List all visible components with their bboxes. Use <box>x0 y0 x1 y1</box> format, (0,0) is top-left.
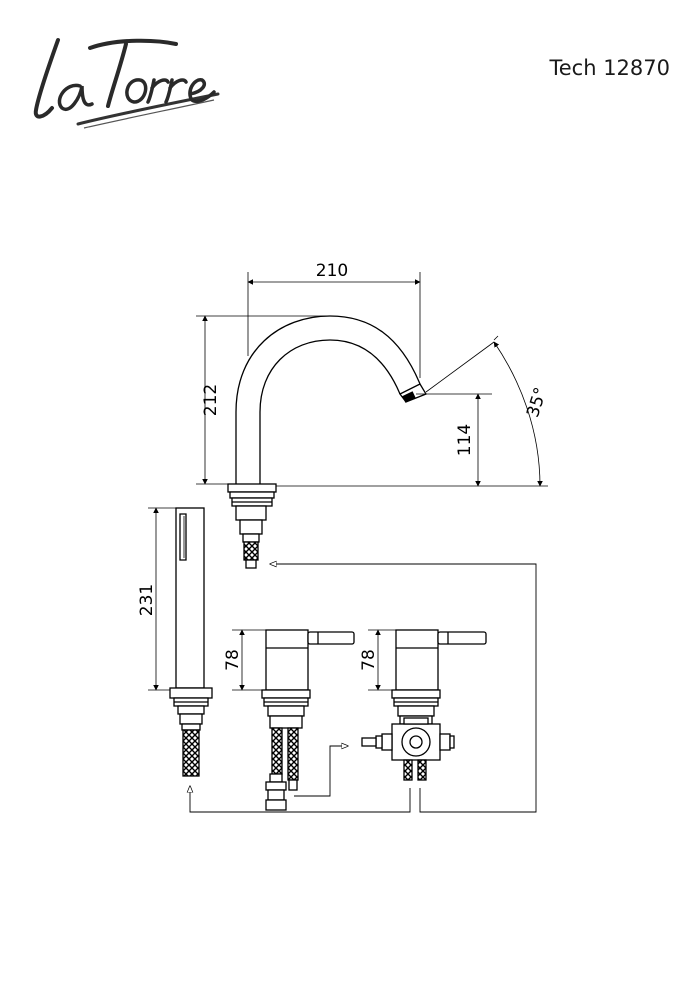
dim-outlet-height: 114 <box>455 424 475 456</box>
spout <box>227 315 427 569</box>
dim-mixer-2-height: 78 <box>359 649 379 671</box>
connection-lines <box>190 564 537 813</box>
brand-logo <box>33 38 220 129</box>
handshower <box>169 507 213 777</box>
model-number: Tech 12870 <box>549 56 670 80</box>
spout-dimensions <box>196 272 548 487</box>
mixer-1-dimension <box>232 629 266 691</box>
dim-spout-height: 212 <box>201 384 221 416</box>
mixer-2 <box>361 629 487 781</box>
dim-mixer-1-height: 78 <box>223 649 243 671</box>
handshower-dimension <box>148 507 176 691</box>
dim-swivel-angle: 35° <box>523 385 551 420</box>
dim-handshower-length: 231 <box>137 584 157 616</box>
mixer-1 <box>261 629 355 811</box>
dim-spout-reach: 210 <box>316 261 348 281</box>
mixer-2-dimension <box>368 629 396 691</box>
